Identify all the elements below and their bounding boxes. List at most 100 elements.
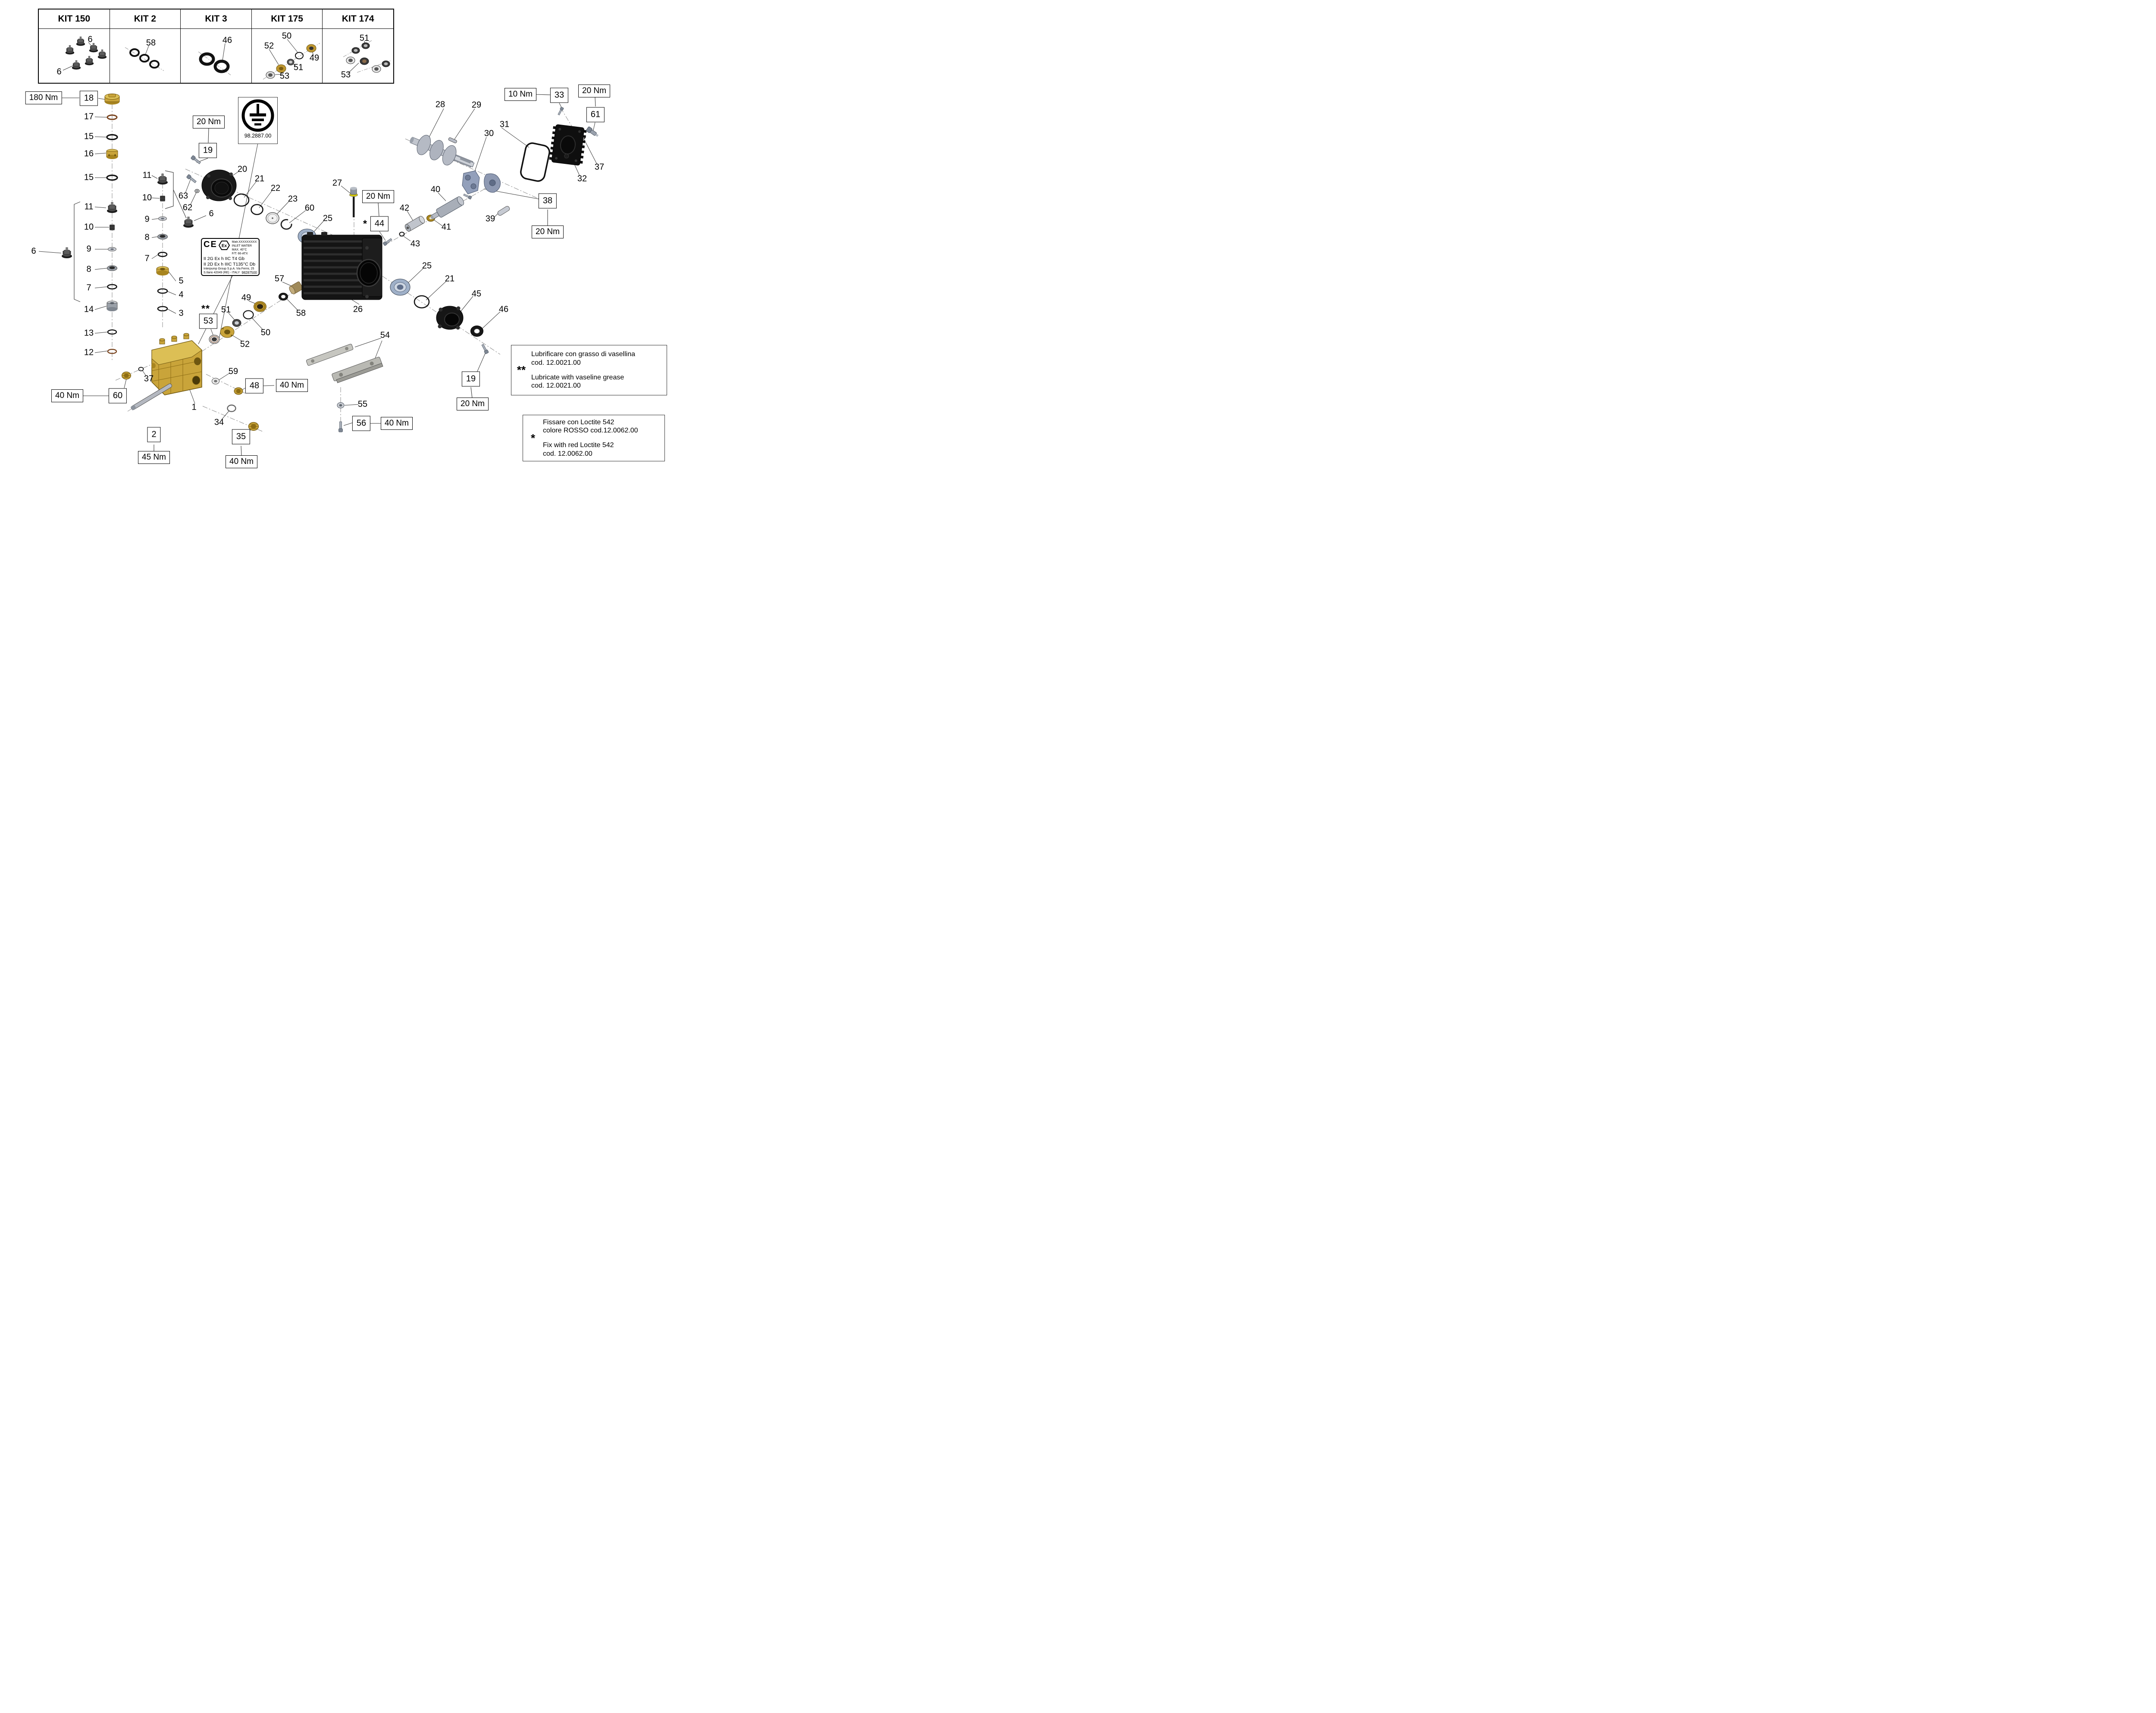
kit-column: KIT 174: [323, 9, 393, 83]
callout-15: 15: [84, 132, 94, 141]
kit-column: KIT 150: [39, 9, 110, 83]
crankshaft-28: [410, 135, 475, 168]
kit-callout-53: 53: [279, 71, 290, 81]
callout-18: 18: [79, 91, 98, 106]
torque-label-20-nm: 20 Nm: [193, 116, 225, 128]
key-29: [448, 137, 457, 144]
note-line: Lubricate with vaseline grease: [531, 373, 624, 381]
callout-9: 9: [144, 214, 150, 224]
torque-label-20-nm: 20 Nm: [578, 85, 610, 97]
kit-callout-58: 58: [146, 38, 156, 48]
callout-6: 6: [31, 246, 36, 256]
washer-9-mid: [158, 216, 167, 221]
o-ring-50: [243, 310, 254, 319]
brass-seat-5: [156, 266, 169, 276]
callout-49: 49: [241, 293, 251, 303]
kit-title: KIT 175: [251, 9, 323, 29]
torque-label-10-nm: 10 Nm: [505, 88, 536, 101]
callout-42: 42: [399, 203, 410, 213]
callout-50: 50: [260, 328, 271, 338]
callout-54: 54: [380, 330, 390, 340]
cage-10-left: [110, 225, 115, 230]
group-brackets: [74, 170, 187, 302]
kit174-seals: [346, 42, 390, 73]
o-ring-17: [107, 114, 118, 120]
kit-art: [63, 36, 392, 80]
ex-hexagon-icon: Ex: [218, 241, 230, 250]
callout-32: 32: [577, 174, 587, 184]
o-ring-13: [107, 329, 117, 335]
torque-label-20-nm: 20 Nm: [532, 225, 564, 238]
plunger-40: [430, 196, 464, 220]
callout-46: 46: [498, 304, 509, 314]
callout-11: 11: [84, 202, 94, 212]
ce-mark: CE: [204, 240, 217, 249]
torque-label-40-nm: 40 Nm: [51, 389, 83, 402]
o-ring-15a: [106, 134, 118, 141]
callout-33: 33: [550, 88, 569, 103]
ce-matr: Matr.XXXXXXXXX: [232, 241, 257, 244]
callout-59: 59: [228, 366, 238, 376]
kit-callout-51: 51: [293, 63, 304, 72]
kit-callout-50: 50: [282, 31, 292, 41]
callout-37: 37: [144, 374, 154, 384]
o-ring-43: [399, 232, 405, 237]
kit-callout-46: 46: [222, 35, 232, 45]
gasket-31: [520, 142, 550, 182]
callout-41: 41: [441, 222, 451, 232]
washer-34: [227, 404, 236, 412]
ring-51: [232, 319, 241, 327]
washer-62: [194, 189, 200, 193]
brass-ring-52: [220, 326, 235, 338]
seat-8-left: [107, 265, 117, 271]
kit-title: KIT 150: [39, 9, 110, 29]
note-line: cod. 12.0062.00: [543, 450, 592, 457]
callout-5: 5: [179, 276, 184, 286]
ce-atex-plate: CE Ex Matr.XXXXXXXXX INLET WATER MAX. 40…: [201, 238, 260, 276]
note-line: Fix with red Loctite 542: [543, 442, 614, 449]
kit175-seals: [266, 44, 317, 79]
bearing-25-rear: [390, 279, 411, 296]
callout-31: 31: [499, 119, 510, 129]
kit-callout-6: 6: [88, 34, 93, 44]
note-marker-star: *: [363, 218, 367, 229]
shim-disc-23: [266, 212, 279, 224]
ground-icon: [241, 99, 274, 132]
note-loctite-marker: *: [530, 431, 536, 445]
svg-text:Ex: Ex: [222, 244, 227, 248]
callout-1: 1: [191, 402, 197, 412]
pump-head-1: [151, 333, 202, 395]
kit-title: KIT 3: [181, 9, 251, 29]
washer-9-left: [108, 247, 116, 251]
callout-11: 11: [142, 170, 152, 180]
callout-16: 16: [84, 149, 94, 159]
ce-ft: F/T: 66-ATX: [232, 252, 248, 256]
ce-part-code: 98287500: [241, 270, 257, 275]
callout-51: 51: [221, 305, 231, 315]
kit-title: KIT 2: [110, 9, 181, 29]
callout-21: 21: [445, 274, 455, 284]
kit-column: KIT 3: [181, 9, 252, 83]
washer-55: [337, 402, 345, 408]
kit2-rings: [129, 48, 160, 69]
callout-8: 8: [144, 232, 150, 242]
callout-26: 26: [353, 304, 363, 314]
torque-label-20-nm: 20 Nm: [457, 398, 489, 410]
callout-17: 17: [84, 112, 94, 122]
callout-34: 34: [214, 417, 224, 427]
washer-59: [212, 378, 219, 385]
callout-35: 35: [232, 429, 251, 445]
leader-lines: [38, 98, 597, 434]
ce-max: MAX. 40°C: [232, 248, 247, 252]
callout-14: 14: [84, 304, 94, 314]
callout-4: 4: [179, 290, 184, 300]
crankcase-26: [301, 232, 382, 300]
callout-25: 25: [422, 261, 432, 271]
note-line: Fissare con Loctite 542: [543, 418, 614, 426]
o-ring-15b: [106, 174, 118, 181]
seal-53: [209, 335, 220, 344]
kit-title: KIT 174: [323, 9, 393, 29]
torque-label-40-nm: 40 Nm: [276, 379, 308, 392]
callout-10: 10: [84, 222, 94, 232]
